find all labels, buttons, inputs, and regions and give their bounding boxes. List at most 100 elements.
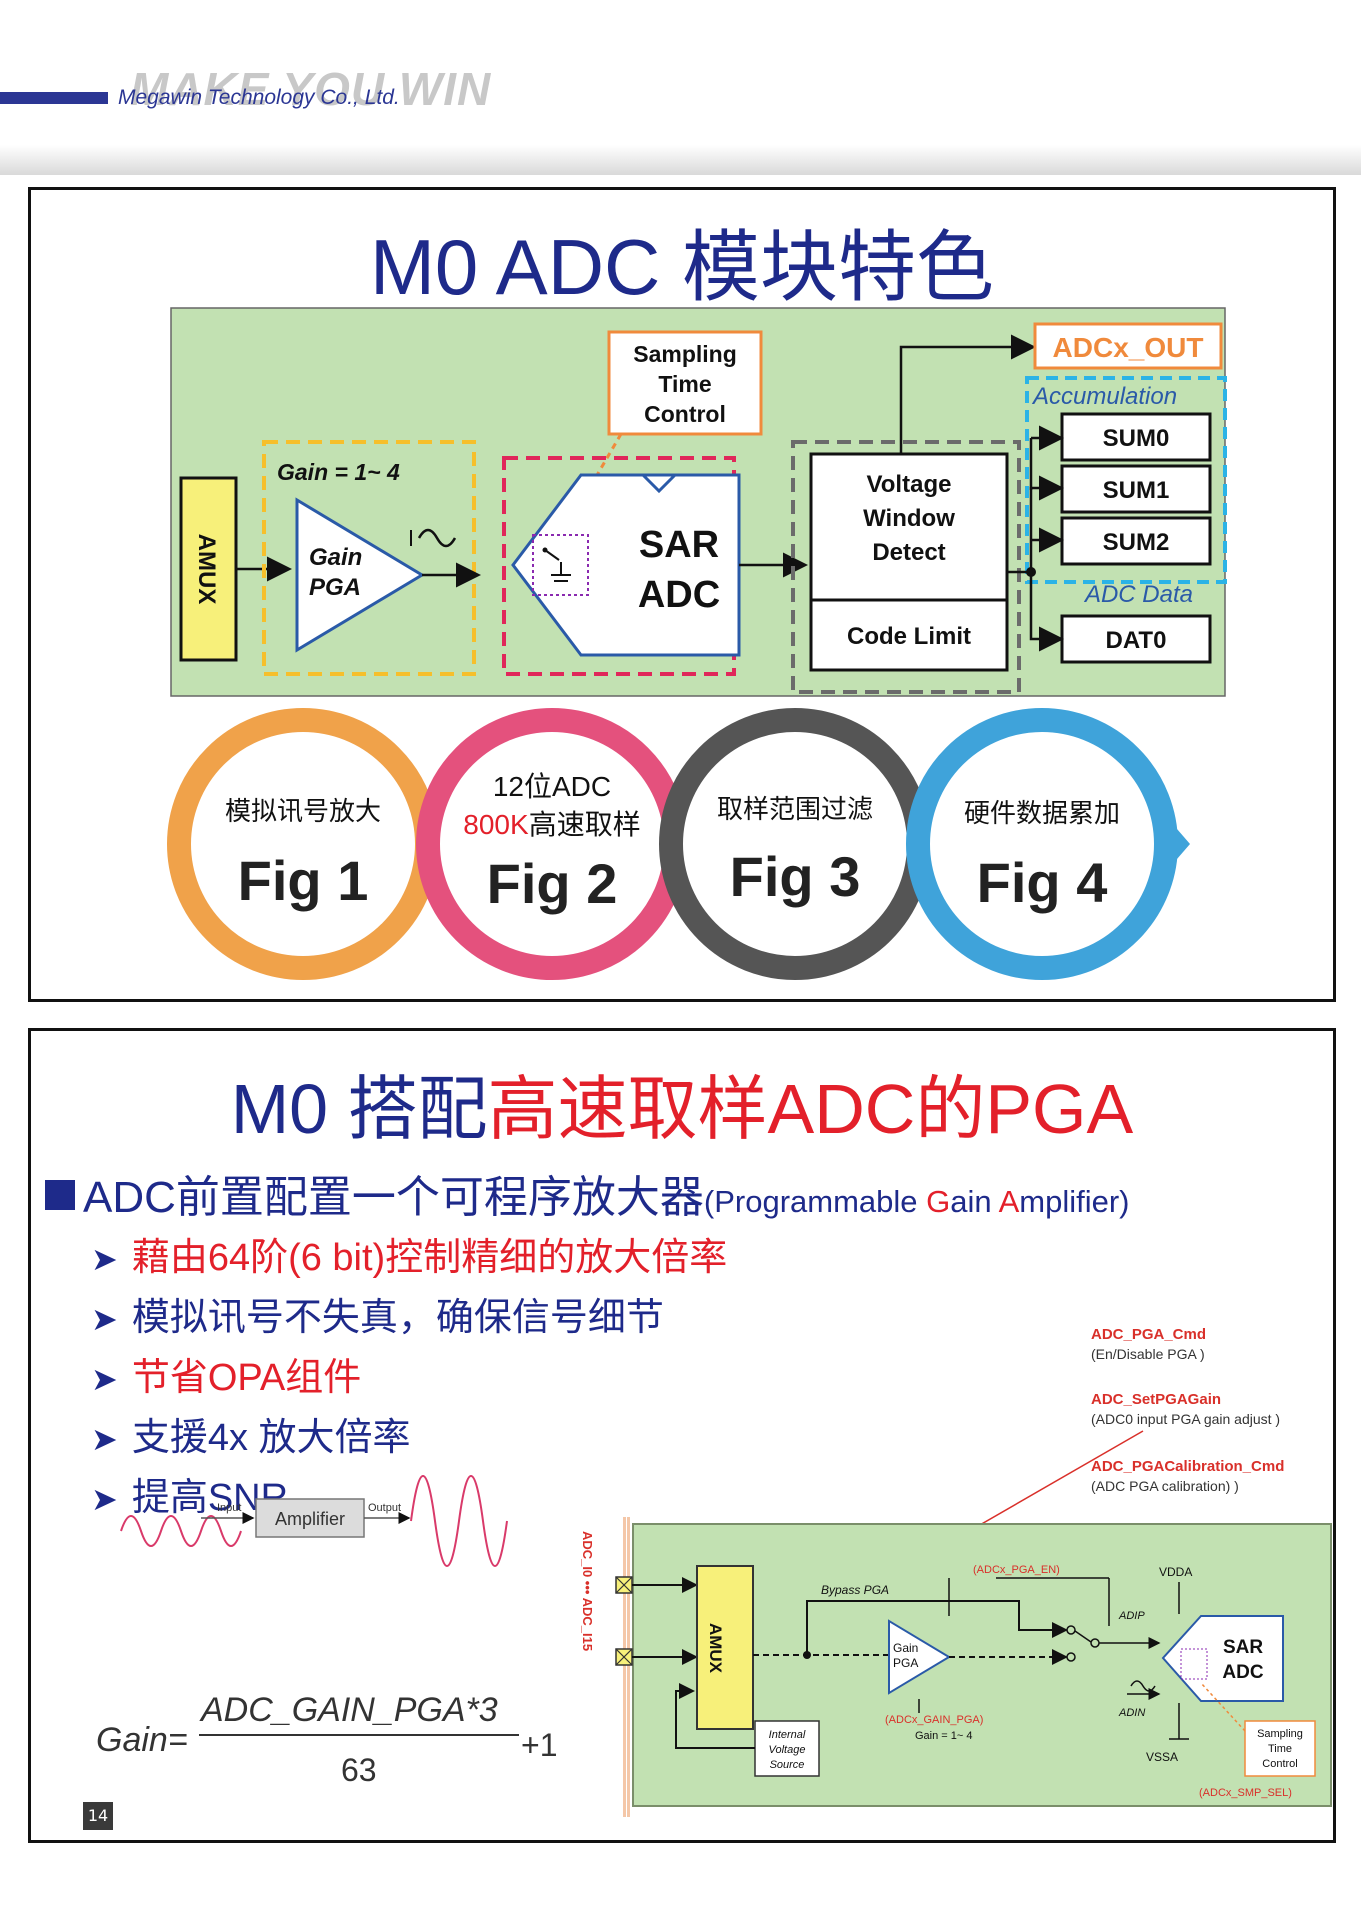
fig-3: 取样范围过滤 Fig 3 [659,708,943,980]
gain-range: Gain = 1~ 4 [277,459,400,485]
code-limit-label: Code Limit [847,623,971,650]
gain-range-label: Gain = 1~ 4 [915,1730,973,1742]
sum2-register [1060,516,1212,566]
arrow-bullet-icon: ➤ [91,1241,118,1277]
formula-plus: +1 [521,1727,557,1763]
api-list: ADC_PGA_Cmd (En/Disable PGA ) ADC_SetPGA… [956,1326,1284,1539]
fig-3-caption: 取样范围过滤 [717,794,873,824]
ivs-label-3: Source [770,1759,805,1771]
sub-bullet-1: ➤藉由64阶(6 bit)控制精细的放大倍率 [91,1237,728,1279]
sum1-label: SUM1 [1103,477,1170,504]
company-name: Megawin Technology Co., Ltd. [118,86,400,109]
gain-pga-reg: (ADCx_GAIN_PGA) [885,1714,983,1726]
amux-block [696,1565,754,1730]
fig-4-label: Fig 4 [977,851,1108,914]
samp-label-2: Time [1268,1743,1292,1755]
api-1-desc: (En/Disable PGA ) [1091,1346,1205,1362]
sum2-label: SUM2 [1103,529,1170,556]
adcx-out-box [1033,322,1223,370]
square-bullet-icon [45,1180,75,1210]
sampling-time-control-box [607,330,763,436]
code-limit-block [809,598,1009,672]
sampling-label-2: Time [658,371,711,397]
output-wave [410,1475,508,1567]
sampling-label-3: Control [644,401,726,427]
fig-1-label: Fig 1 [238,849,369,912]
sar-adc-shape [511,473,741,657]
header-watermark: MAKE YOU WIN [130,63,492,115]
api-2-name: ADC_SetPGAGain [1091,1391,1221,1408]
amplifier-label: Amplifier [275,1509,345,1529]
formula-denominator: 63 [341,1752,377,1788]
amux-label: AMUX [193,534,220,605]
vdda-label: VDDA [1159,1565,1192,1579]
sar-label-1: SAR [639,524,719,566]
page-number: 14 [83,1802,113,1830]
fig-4-caption: 硬件数据累加 [964,798,1120,828]
pga-diagrams: Amplifier Input Output Gain= ADC_GAIN_PG… [96,1326,1332,1817]
samp-label-1: Sampling [1257,1728,1303,1740]
sum0-label: SUM0 [1103,425,1170,452]
sar-label-2: ADC [1222,1662,1263,1683]
pga-label-1: Gain [309,544,362,571]
internal-voltage-source-box [754,1720,820,1777]
fig-1: 模拟讯号放大 Fig 1 [167,708,451,980]
accumulation-box [1025,376,1227,584]
smp-sel-label: (ADCx_SMP_SEL) [1199,1787,1292,1799]
adcx-out-label: ADCx_OUT [1053,332,1204,363]
fig-4: 硬件数据累加 Fig 4 [906,708,1190,980]
sampling-time-control-box [1244,1720,1316,1777]
adc-data-label: ADC Data [1083,581,1193,608]
api-3-name: ADC_PGACalibration_Cmd [1091,1458,1284,1475]
header-accent-bar [0,92,108,104]
header-band [0,145,1361,175]
fig-2-caption-2a: 800K [463,809,529,840]
fig-2-caption-2b: 高速取样 [529,809,641,840]
vssa-label: VSSA [1146,1750,1178,1764]
gain-pga-label-2: PGA [893,1656,918,1670]
arrow-bullet-icon: ➤ [91,1301,118,1337]
ivs-label-1: Internal [769,1729,806,1741]
api-3-desc: (ADC PGA calibration) ) [1091,1478,1239,1494]
gain-pga-label-1: Gain [893,1641,918,1655]
api-1-name: ADC_PGA_Cmd [1091,1326,1206,1343]
sampling-label-1: Sampling [633,341,737,367]
sub-bullet-3: ➤节省OPA组件 [91,1357,362,1399]
vwd-label-1: Voltage [867,471,952,498]
svg-text:800K高速取样: 800K高速取样 [463,809,640,840]
sar-label-2: ADC [638,574,720,616]
vwd-label-3: Detect [872,539,945,566]
sub-bullet-5: ➤提高SNR [91,1477,289,1519]
adip-label: ADIP [1118,1610,1145,1622]
sar-label-1: SAR [1223,1637,1263,1658]
adc-pins-label: ADC_I0 ••• ADC_I15 [580,1531,595,1651]
samp-label-3: Control [1262,1758,1297,1770]
gain-formula: Gain= ADC_GAIN_PGA*3 63 +1 [96,1691,557,1788]
sar-adc-shape [1161,1615,1284,1702]
adin-label: ADIN [1118,1707,1145,1719]
amp-input-label: Input [217,1502,241,1514]
pga-block-diagram: ADC_I0 ••• ADC_I15 AMUX Internal Voltage… [580,1517,1332,1817]
arrow-bullet-icon: ➤ [91,1361,118,1397]
fig-2-caption-1: 12位ADC [493,771,611,802]
formula-numerator: ADC_GAIN_PGA*3 [199,1691,498,1729]
input-wave [120,1515,242,1547]
formula-lhs: Gain= [96,1721,188,1759]
amp-output-label: Output [368,1502,401,1514]
accumulation-label: Accumulation [1031,383,1177,410]
dat0-label: DAT0 [1106,627,1167,654]
voltage-window-detect-block [809,452,1009,602]
pga-triangle [295,497,425,653]
fig-3-label: Fig 3 [730,845,861,908]
sine-icon [417,528,457,548]
slide-adc-features: M0 ADC 模块特色 AMUX Gain = 1~ 4 Gain PGA Sa… [28,187,1336,1002]
vwd-label-2: Window [863,505,955,532]
amplifier-illustration: Amplifier Input Output [120,1475,508,1567]
api-2-desc: (ADC0 input PGA gain adjust ) [1091,1411,1280,1427]
pga-en-label: (ADCx_PGA_EN) [973,1564,1060,1576]
slide-title: M0 ADC 模块特色 [369,223,995,311]
fig-1-caption: 模拟讯号放大 [225,796,381,826]
ivs-label-2: Voltage [769,1744,806,1756]
pga-label-2: PGA [309,574,361,601]
slide-title: M0 搭配高速取样ADC的PGA [230,1070,1134,1148]
